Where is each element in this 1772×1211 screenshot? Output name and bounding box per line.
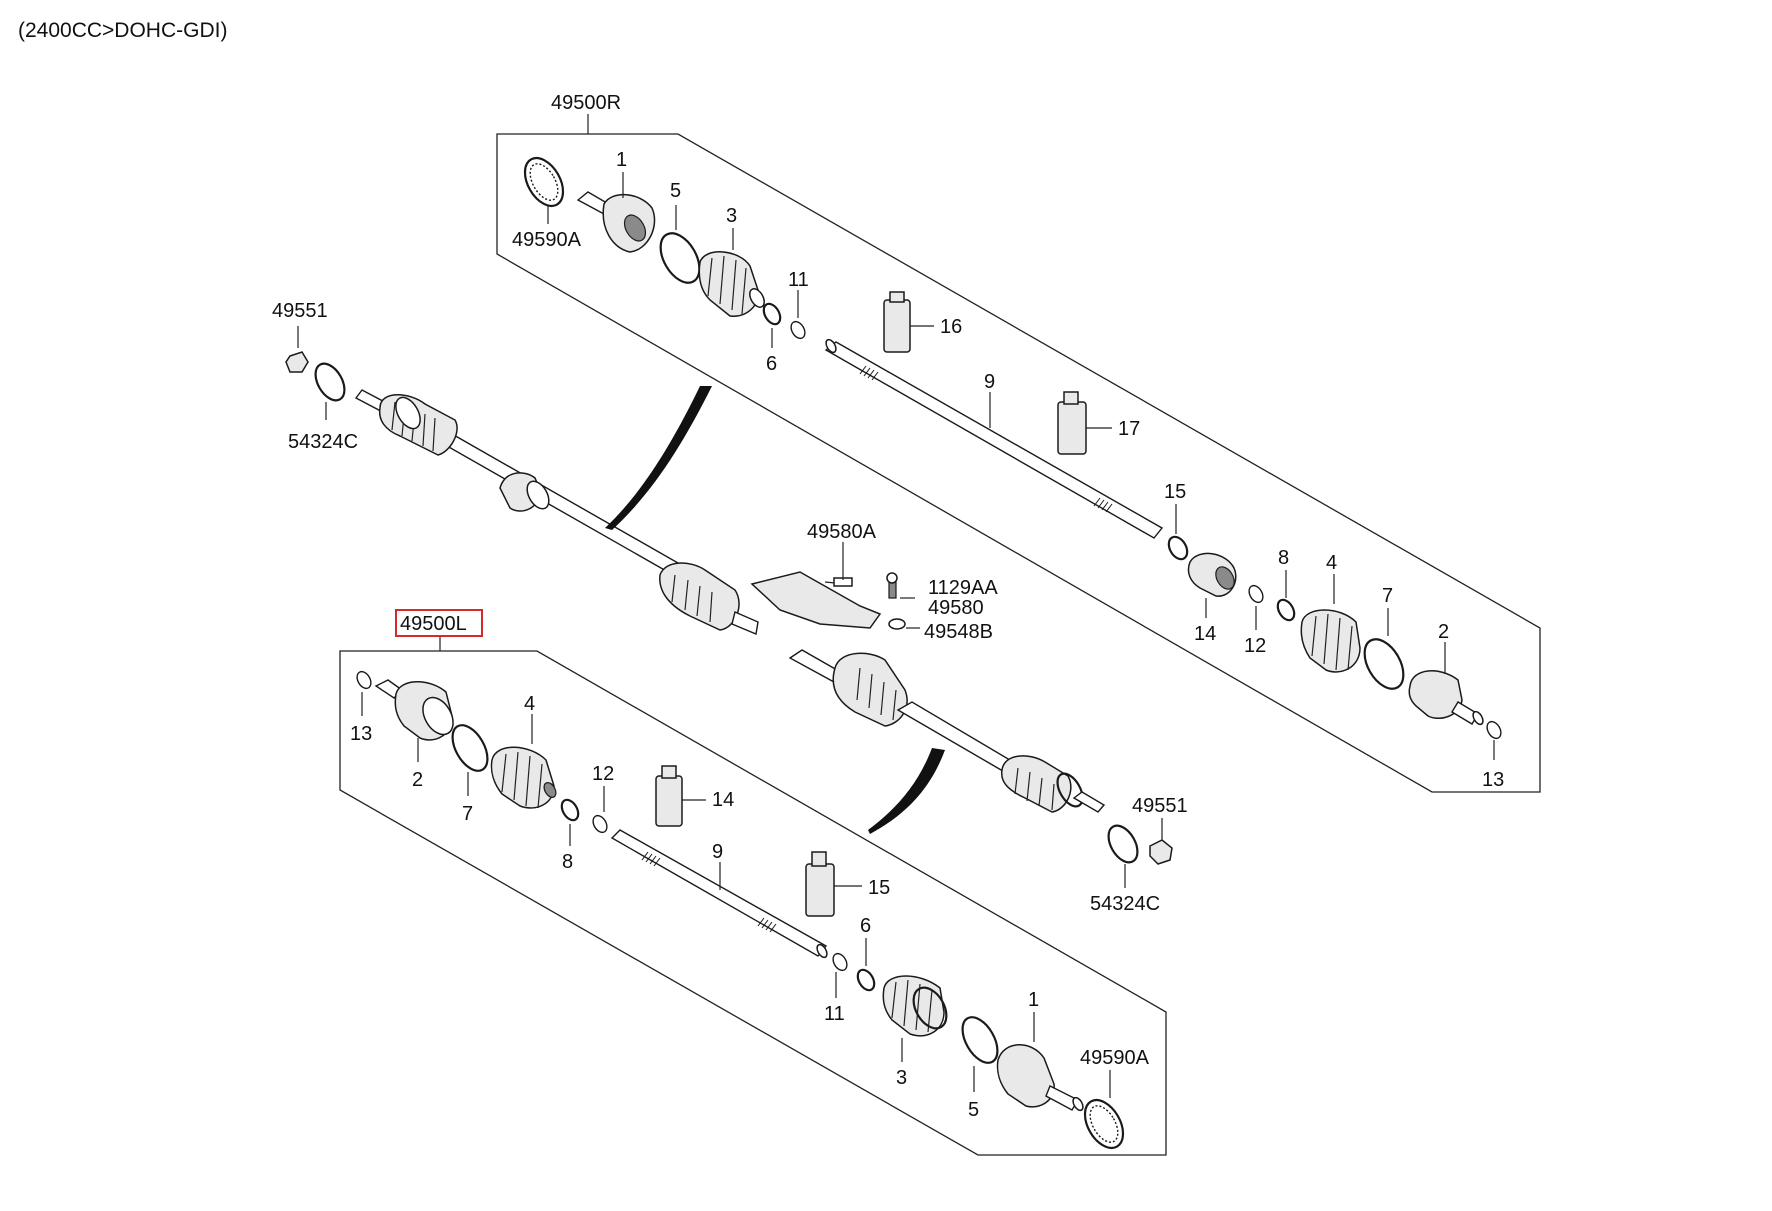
label-l-12[interactable]: 12 [592,763,614,785]
label-1129AA[interactable]: 1129AA [928,577,998,599]
l-snap-ring-13 [356,670,372,716]
label-54324C-bottom[interactable]: 54324C [1090,893,1160,915]
label-l-5[interactable]: 5 [968,1099,979,1121]
l-grease-15 [805,851,862,917]
label-r-13[interactable]: 13 [1482,769,1504,791]
label-l-49590A[interactable]: 49590A [1080,1047,1150,1069]
break-mark-bottom [868,748,945,834]
label-r-6[interactable]: 6 [766,353,777,375]
r-band-5 [659,205,701,284]
r-grease-16 [883,291,934,353]
label-r-17[interactable]: 17 [1118,418,1140,440]
r-band-7 [1363,608,1405,690]
dynamic-damper [499,472,550,512]
r-grease-17 [1057,391,1112,455]
label-r-12[interactable]: 12 [1244,635,1266,657]
r-tone-wheel [523,157,565,224]
label-r-8[interactable]: 8 [1278,547,1289,569]
label-r-14[interactable]: 14 [1194,623,1216,645]
r-snap-ring-15 [1167,504,1189,561]
l-clamp-12 [592,786,608,834]
break-mark-top [605,386,712,530]
outer-cv-boot-top [378,394,458,456]
r-boot-3 [698,228,765,317]
label-l-8[interactable]: 8 [562,851,573,873]
r-damper-14 [1187,552,1237,618]
label-r-1[interactable]: 1 [616,149,627,171]
label-l-1[interactable]: 1 [1028,989,1039,1011]
outer-cv-boot-lower [1000,755,1084,813]
label-l-14[interactable]: 14 [712,789,734,811]
label-r-4[interactable]: 4 [1326,552,1337,574]
l-boot-4 [490,714,557,809]
r-shaft-9 [824,338,1164,539]
complete-driveshaft [354,386,1106,834]
label-r-15[interactable]: 15 [1164,481,1186,503]
label-r-11[interactable]: 11 [788,269,809,291]
r-outer-cv-joint [576,172,656,253]
l-outer-cv-joint-1 [996,1012,1084,1112]
label-l-4[interactable]: 4 [524,693,535,715]
l-clamp-8 [560,798,580,846]
r-clamp-6 [762,302,782,348]
label-r-5[interactable]: 5 [670,180,681,202]
washer-bottom [1107,824,1139,888]
label-l-9[interactable]: 9 [712,841,723,863]
assembly-box-left: 49500L [339,609,1167,1156]
label-r-49590A[interactable]: 49590A [512,229,582,251]
label-54324C-top[interactable]: 54324C [288,431,358,453]
l-boot-3 [882,975,948,1062]
label-r-2[interactable]: 2 [1438,621,1449,643]
assembly-highlight [395,609,483,637]
inner-cv-joint-center [659,562,759,635]
label-49580[interactable]: 49580 [928,597,984,619]
r-inner-joint-2 [1408,642,1484,726]
label-49580A[interactable]: 49580A [807,521,877,543]
label-l-11[interactable]: 11 [824,1003,845,1025]
label-r-16[interactable]: 16 [940,316,962,338]
l-band-5 [961,1016,999,1092]
label-r-9[interactable]: 9 [984,371,995,393]
assembly-label-right[interactable]: 49500R [551,92,621,114]
label-r-3[interactable]: 3 [726,205,737,227]
hub-nut-bottom [1149,818,1173,865]
label-l-3[interactable]: 3 [896,1067,907,1089]
hub-nut-top [285,326,309,373]
r-clamp-8 [1276,570,1296,622]
washer-top [314,362,346,420]
r-snap-ring-11 [790,290,806,340]
r-snap-ring-13 [1486,720,1502,760]
l-snap-ring-11 [832,952,848,998]
label-l-2[interactable]: 2 [412,769,423,791]
l-band-7 [451,724,489,796]
l-shaft-9 [610,829,828,959]
r-boot-4 [1300,574,1361,673]
inner-cv-boot-lower [832,652,908,727]
label-l-6[interactable]: 6 [860,915,871,937]
support-bracket [750,542,920,630]
label-l-15[interactable]: 15 [868,877,890,899]
label-l-7[interactable]: 7 [462,803,473,825]
label-49551-top[interactable]: 49551 [272,300,328,322]
l-tone-wheel [1083,1070,1125,1149]
l-clamp-6 [856,938,876,992]
assembly-box-right: 49500R [496,92,1541,793]
engine-note: (2400CC>DOHC-GDI) [18,19,227,42]
label-49548B[interactable]: 49548B [924,621,993,643]
r-clamp-12 [1248,584,1264,630]
label-r-7[interactable]: 7 [1382,585,1393,607]
label-l-13[interactable]: 13 [350,723,372,745]
l-inner-joint-2 [374,679,454,762]
l-grease-14 [655,765,706,827]
label-49551-bottom[interactable]: 49551 [1132,795,1188,817]
assembly-label-left[interactable]: 49500L [400,613,467,635]
